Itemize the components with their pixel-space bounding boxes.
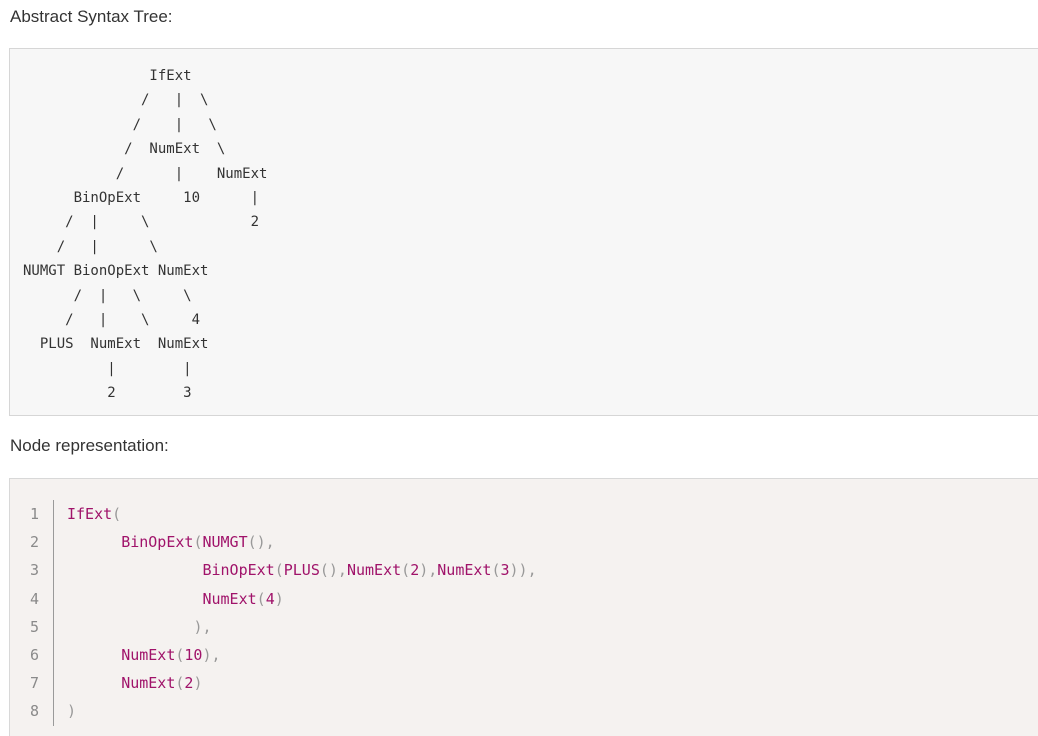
line-number: 1: [10, 500, 54, 529]
ast-heading: Abstract Syntax Tree:: [10, 7, 173, 26]
ast-tree-line: / | NumExt: [23, 165, 268, 182]
line-number: 5: [10, 612, 54, 641]
code-line: 2 BinOpExt(NUMGT(),: [10, 528, 537, 557]
code-punctuation: (),: [319, 561, 347, 580]
code-line: 6 NumExt(10),: [10, 640, 537, 670]
ast-tree-line: NUMGT BionOpExt NumExt: [23, 263, 209, 280]
ast-tree-block: IfExt / | \ / | \ / NumExt \ / | NumExt …: [9, 48, 1038, 416]
code-punctuation: ),: [419, 561, 438, 580]
code-identifier: NUMGT: [202, 533, 248, 552]
code-punctuation: ): [193, 674, 203, 693]
line-number: 4: [10, 584, 54, 613]
code-indent: [67, 590, 202, 608]
line-number: 7: [10, 669, 54, 698]
code-identifier: BinOpExt: [202, 561, 275, 580]
code-indent: [67, 674, 121, 692]
ast-tree-text: IfExt / | \ / | \ / NumExt \ / | NumExt …: [23, 64, 267, 406]
code-punctuation: (: [491, 561, 501, 580]
code-identifier: NumExt: [437, 561, 492, 580]
code-punctuation: (: [112, 505, 122, 523]
code-number: 10: [184, 645, 203, 664]
code-source: NumExt(10),: [54, 641, 221, 669]
code-punctuation: ): [67, 702, 77, 721]
code-punctuation: (),: [247, 533, 275, 552]
ast-tree-line: 2 3: [23, 385, 192, 402]
code-line: 8): [10, 697, 537, 726]
code-indent: [67, 618, 193, 636]
code-number: 4: [265, 589, 275, 608]
code-punctuation: (: [193, 533, 203, 552]
code-source: ),: [54, 613, 212, 641]
code-punctuation: )),: [509, 561, 537, 580]
code-identifier: NumExt: [346, 561, 402, 580]
code-line: 4 NumExt(4): [10, 584, 537, 613]
line-number: 2: [10, 528, 54, 557]
node-representation-heading: Node representation:: [10, 436, 169, 455]
ast-tree-line: IfExt: [23, 68, 192, 84]
code-source: ): [54, 697, 76, 725]
ast-tree-line: BinOpExt 10 |: [23, 190, 260, 207]
code-punctuation: ): [274, 589, 284, 608]
code-punctuation: (: [175, 645, 185, 664]
code-identifier: BinOpExt: [121, 533, 194, 552]
code-punctuation: (: [401, 561, 411, 580]
code-indent: [67, 646, 121, 664]
ast-tree-line: / | \ 4: [23, 312, 201, 329]
ast-tree-line: / | \ 2: [23, 214, 260, 231]
ast-tree-line: / | \ \: [23, 287, 192, 304]
ast-tree-line: / | \: [23, 238, 158, 255]
code-line: 7 NumExt(2): [10, 669, 537, 698]
ast-tree-line: PLUS NumExt NumExt: [23, 336, 209, 353]
code-punctuation: ),: [202, 645, 221, 664]
code-line: 5 ),: [10, 612, 537, 641]
code-source: BinOpExt(NUMGT(),: [54, 528, 275, 556]
code-source: IfExt(: [54, 500, 121, 528]
line-number: 8: [10, 697, 54, 726]
code-line: 3 BinOpExt(PLUS(),NumExt(2),NumExt(3)),: [10, 556, 537, 585]
code-punctuation: (: [274, 561, 284, 580]
code-punctuation: (: [256, 589, 266, 608]
code-identifier: NumExt: [202, 589, 257, 608]
code-punctuation: ),: [193, 617, 212, 636]
ast-tree-line: / NumExt \: [23, 141, 226, 158]
code-indent: [67, 533, 121, 551]
code-identifier: NumExt: [121, 674, 176, 693]
code-number: 2: [410, 561, 420, 580]
line-number: 6: [10, 640, 54, 670]
code-source: NumExt(4): [54, 585, 284, 613]
code-indent: [67, 561, 202, 579]
code-number: 3: [500, 561, 510, 580]
code-identifier: NumExt: [121, 645, 176, 664]
ast-tree-line: / | \: [23, 92, 209, 109]
code-punctuation: (: [175, 674, 185, 693]
code-source: BinOpExt(PLUS(),NumExt(2),NumExt(3)),: [54, 556, 537, 584]
ast-tree-line: | |: [23, 360, 192, 377]
code-identifier: PLUS: [283, 561, 320, 580]
code-identifier: IfExt: [67, 505, 113, 523]
code-source: NumExt(2): [54, 669, 202, 697]
line-number: 3: [10, 556, 54, 585]
ast-tree-line: / | \: [23, 116, 217, 133]
code-number: 2: [184, 674, 194, 693]
